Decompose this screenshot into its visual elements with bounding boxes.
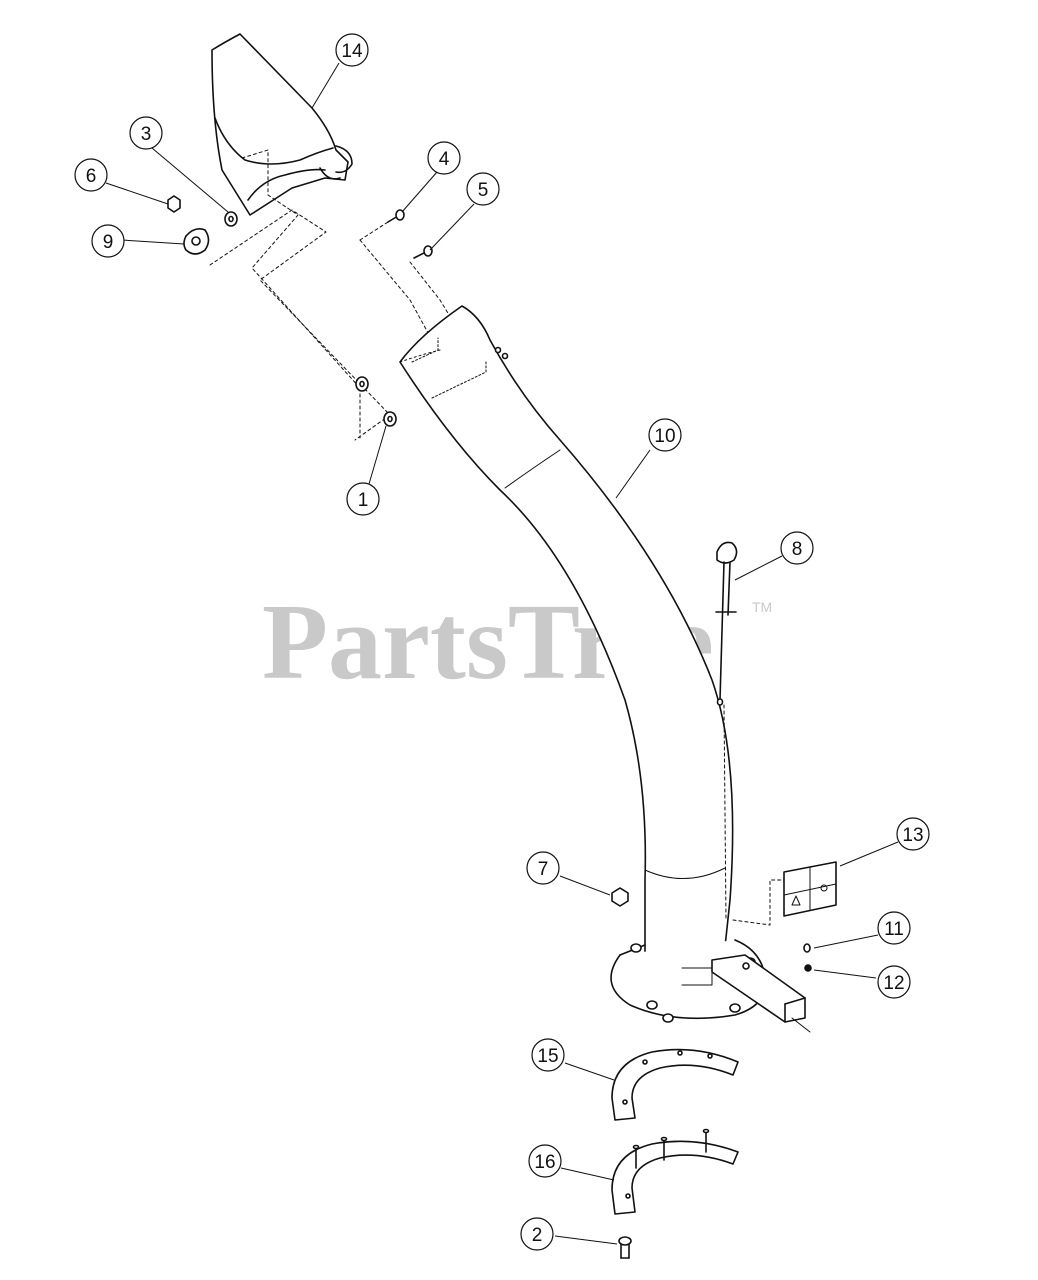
callout-circle (877, 911, 911, 945)
part-9-knob[interactable] (183, 228, 210, 255)
callout-2[interactable]: 2 (520, 1217, 554, 1251)
callout-12[interactable]: 12 (877, 965, 911, 999)
callout-5[interactable]: 5 (466, 172, 500, 206)
callout-number: 6 (86, 166, 97, 187)
callout-1[interactable]: 1 (346, 482, 380, 516)
callout-circle (877, 965, 911, 999)
callout-number: 3 (141, 124, 152, 145)
callout-10[interactable]: 10 (648, 418, 682, 452)
callout-number: 14 (341, 41, 363, 62)
callout-number: 1 (358, 490, 369, 511)
part-14-deflector[interactable] (211, 33, 353, 216)
callout-number: 4 (439, 149, 450, 170)
assembly-line-decal (732, 879, 785, 926)
callout-circle (780, 531, 814, 565)
callout-number: 13 (902, 825, 923, 846)
callout-number: 12 (883, 973, 904, 994)
callout-circle (526, 851, 560, 885)
callout-number: 15 (537, 1046, 558, 1067)
part-2-bolt[interactable] (618, 1236, 632, 1259)
leader-lines (105, 62, 899, 1245)
callout-circle (531, 1038, 565, 1072)
part-8-hairpin[interactable] (715, 541, 738, 706)
callout-9[interactable]: 9 (91, 224, 125, 258)
callout-number: 2 (532, 1225, 543, 1246)
callout-14[interactable]: 14 (335, 33, 369, 67)
part-4-bolt[interactable] (387, 209, 405, 223)
callout-circle (129, 116, 163, 150)
callout-number: 11 (884, 919, 904, 940)
part-15-shim-plate[interactable] (611, 1048, 739, 1121)
part-13-decal[interactable] (783, 861, 837, 917)
callout-circle (648, 418, 682, 452)
callout-number: 5 (478, 180, 489, 201)
callout-11[interactable]: 11 (877, 911, 911, 945)
callout-circle (346, 482, 380, 516)
callout-4[interactable]: 4 (427, 141, 461, 175)
callout-13[interactable]: 13 (896, 817, 930, 851)
watermark-trademark: TM (752, 599, 772, 615)
part-7-nut[interactable] (611, 887, 629, 907)
callout-circle (91, 224, 125, 258)
part-12-nut[interactable] (804, 964, 812, 972)
callout-16[interactable]: 16 (528, 1144, 562, 1178)
callout-circle (896, 817, 930, 851)
part-5-bolt[interactable] (413, 245, 433, 259)
callout-number: 9 (103, 232, 114, 253)
chute-crank-bracket[interactable] (711, 954, 811, 1033)
callout-circle (520, 1217, 554, 1251)
assembly-lines-bolts (359, 221, 481, 367)
assembly-line-pin (723, 704, 727, 921)
part-1-washers[interactable] (355, 376, 397, 427)
callout-8[interactable]: 8 (780, 531, 814, 565)
callout-15[interactable]: 15 (531, 1038, 565, 1072)
callout-number: 7 (538, 859, 549, 880)
callout-circle (528, 1144, 562, 1178)
callout-7[interactable]: 7 (526, 851, 560, 885)
part-11-washer[interactable] (803, 943, 811, 953)
callout-circle (74, 158, 108, 192)
callout-circle (427, 141, 461, 175)
callout-circle (466, 172, 500, 206)
callout-number: 16 (534, 1152, 555, 1173)
part-16-flange-plate[interactable] (611, 1128, 739, 1215)
part-10-chute-tube[interactable] (399, 305, 734, 976)
part-3-washer[interactable] (224, 211, 238, 227)
part-6-nut[interactable] (167, 195, 181, 213)
callout-number: 10 (654, 426, 675, 447)
callout-3[interactable]: 3 (129, 116, 163, 150)
callout-circle (335, 33, 369, 67)
callout-number: 8 (792, 539, 803, 560)
callout-6[interactable]: 6 (74, 158, 108, 192)
